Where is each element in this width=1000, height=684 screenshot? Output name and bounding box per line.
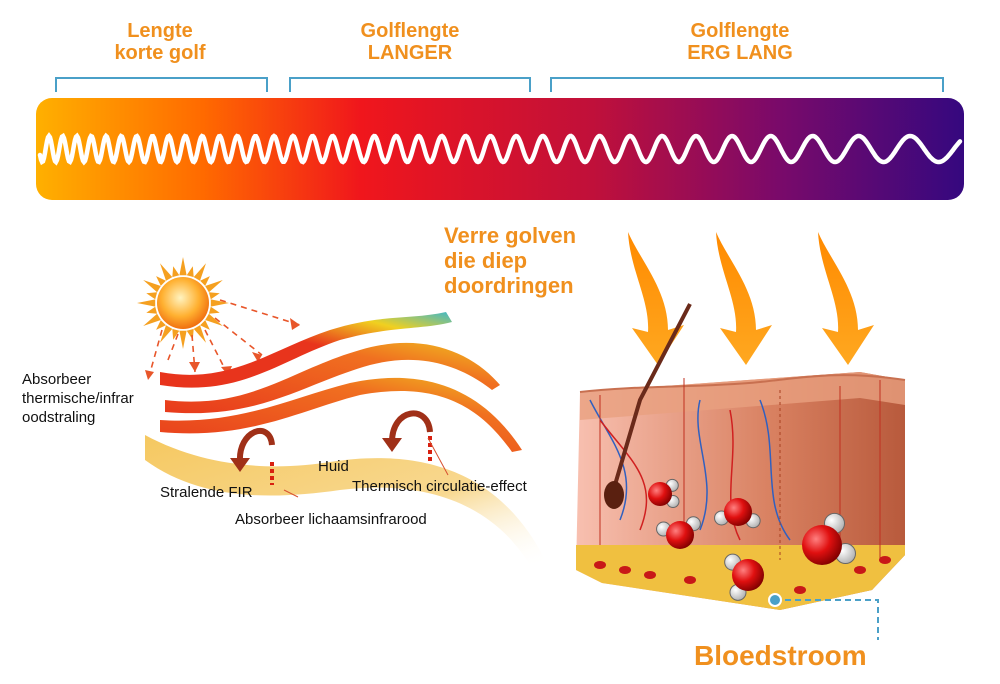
- bloodstream-callout: [768, 593, 879, 640]
- sun-ray: [172, 328, 180, 340]
- absorb-thermal-line2: thermische/infrar: [22, 390, 134, 407]
- sun-ray: [205, 280, 223, 293]
- very-long-wavelength-label-line1: Golflengte: [690, 20, 790, 42]
- thermal-bands: [145, 312, 545, 565]
- sun-ray: [179, 330, 187, 349]
- deep-waves-line2: die diep: [444, 248, 528, 273]
- deep-waves-label: Verre golven die diep doordringen: [444, 223, 576, 298]
- sun-ray: [160, 263, 173, 281]
- sun-ray: [146, 306, 158, 314]
- sun-ray: [186, 266, 194, 278]
- water-molecule: [648, 478, 680, 508]
- sun-ray: [205, 313, 223, 326]
- sun-ray: [193, 263, 206, 281]
- sun-ray: [193, 325, 206, 343]
- thermal-circulation-label: Thermisch circulatie-effect: [352, 478, 527, 495]
- blood-cells: [594, 556, 891, 594]
- sun-ray: [156, 320, 166, 330]
- sun-icon: [137, 257, 229, 349]
- water-molecule: [802, 512, 856, 565]
- longer-wavelength-label: Golflengte LANGER: [310, 20, 510, 64]
- sun-ray: [143, 280, 161, 293]
- absorb-thermal-line1: Absorbeer: [22, 371, 92, 388]
- water-molecule: [714, 498, 761, 529]
- fir-emitters: [270, 436, 432, 485]
- water-molecules: [648, 478, 856, 601]
- short-wavelength-label: Lengte korte golf: [80, 20, 240, 64]
- very-long-wavelength-label: Golflengte ERG LANG: [640, 20, 840, 64]
- circulation-arrowheads: [230, 438, 402, 472]
- circulation-arrows: [236, 410, 433, 463]
- deep-waves-line3: doordringen: [444, 273, 574, 298]
- sun-ray: [156, 276, 166, 286]
- sun-ray: [179, 257, 187, 276]
- bloodstream-label: Bloedstroom: [694, 640, 867, 671]
- spectrum-bar: [36, 98, 964, 200]
- deep-waves-line1: Verre golven: [444, 223, 577, 248]
- sun-ray: [208, 306, 220, 314]
- sun-ray: [143, 313, 161, 326]
- longer-wavelength-label-line1: Golflengte: [360, 20, 460, 42]
- hair-follicle-icon: [604, 303, 692, 509]
- sun-ray: [210, 299, 229, 307]
- sun-ray: [172, 266, 180, 278]
- absorb-thermal-label: Absorbeer thermische/infrar oodstraling: [22, 370, 142, 427]
- sun-ray: [137, 299, 156, 307]
- very-long-wavelength-label-line2: ERG LANG: [687, 42, 793, 64]
- sun-ray-arrows: [147, 299, 301, 381]
- wave-line: [37, 132, 963, 166]
- longer-wavelength-label-line2: LANGER: [367, 42, 453, 64]
- sun-ray: [160, 325, 173, 343]
- far-infrared-wave-arrows: [628, 232, 874, 365]
- pointer-lines: [283, 437, 449, 498]
- radiating-fir-label: Stralende FIR: [160, 484, 253, 501]
- short-wavelength-label-line2: korte golf: [114, 42, 206, 64]
- sun-ray: [200, 276, 210, 286]
- water-molecule: [656, 516, 701, 549]
- short-wavelength-label-line1: Lengte: [127, 20, 193, 42]
- skin-label: Huid: [318, 458, 349, 475]
- sun-ray: [146, 292, 158, 300]
- wavelength-brackets: [55, 77, 944, 92]
- sun-ray: [200, 320, 210, 330]
- absorb-thermal-line3: oodstraling: [22, 409, 96, 426]
- water-molecule: [724, 553, 764, 601]
- sun-ray: [208, 292, 220, 300]
- absorb-body-ir-label: Absorbeer lichaamsinfrarood: [235, 511, 427, 528]
